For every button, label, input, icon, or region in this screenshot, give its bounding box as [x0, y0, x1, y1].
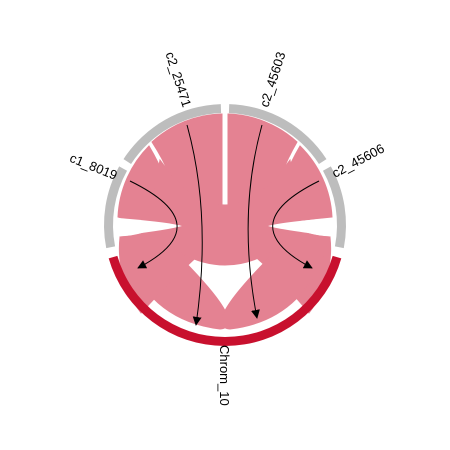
gap-wedge-right	[268, 218, 332, 236]
arrow-c2_25471	[186, 124, 203, 326]
arrow-c2_45606	[272, 180, 320, 269]
sector-arc-c2_25471	[123, 104, 222, 165]
sector-label-c2_25471: c2_25471	[162, 50, 194, 109]
sector-arc-chrom_10	[108, 255, 342, 346]
sector-arcs	[104, 104, 346, 346]
sector-label-c2_45603: c2_45603	[257, 50, 289, 109]
sector-arc-c2_45606	[322, 166, 346, 249]
gap-wedges	[118, 110, 332, 236]
sector-label-c2_45606: c2_45606	[329, 141, 386, 181]
sector-arc-c2_45603	[228, 104, 327, 165]
sector-label-c1_8019: c1_8019	[68, 150, 120, 183]
link-arrows	[129, 124, 320, 326]
arrow-c2_45603	[247, 124, 263, 319]
sector-label-chrom_10: Chrom_10	[217, 345, 232, 406]
sector-arc-c1_8019	[104, 166, 128, 249]
gap-wedge-left	[118, 218, 182, 236]
arrow-c1_8019	[129, 180, 178, 269]
